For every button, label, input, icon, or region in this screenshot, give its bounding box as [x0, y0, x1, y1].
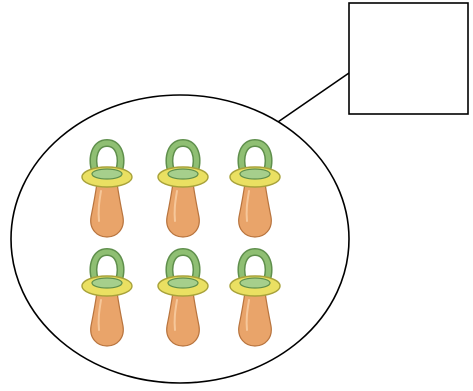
- answer-box[interactable]: [348, 2, 469, 115]
- connector-line: [274, 72, 350, 125]
